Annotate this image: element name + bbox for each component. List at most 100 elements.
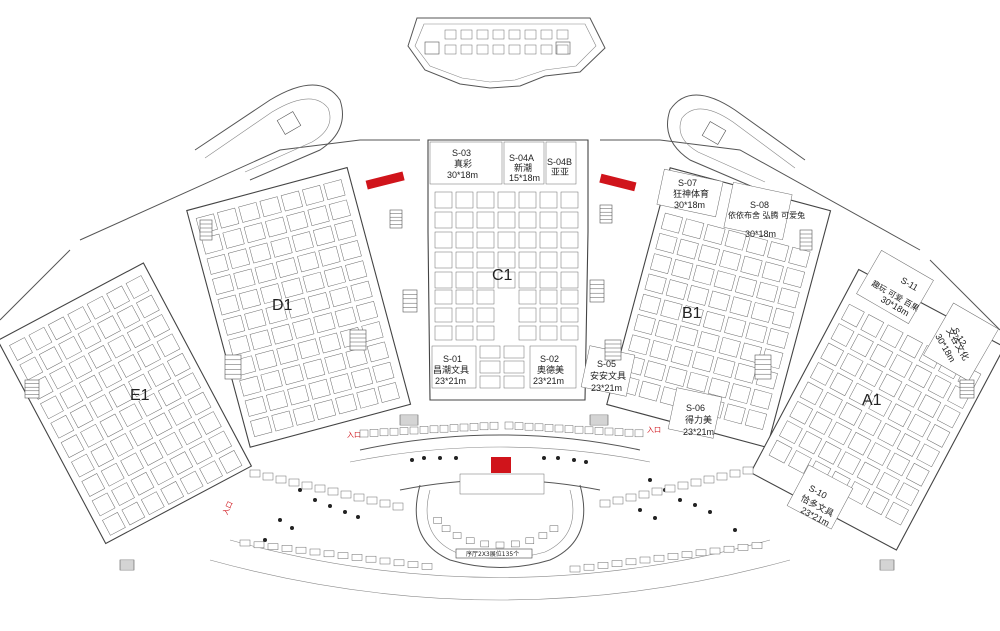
corridor-booth[interactable] [309, 548, 321, 556]
corridor-booth[interactable] [564, 425, 574, 433]
booth[interactable] [734, 362, 757, 384]
booth[interactable] [718, 336, 741, 358]
booth[interactable] [707, 377, 730, 399]
booth[interactable] [222, 314, 246, 336]
booth[interactable] [345, 260, 368, 282]
booth[interactable] [28, 326, 53, 351]
booth[interactable] [99, 413, 124, 438]
corridor-booth[interactable] [504, 421, 514, 430]
booth[interactable] [156, 333, 181, 358]
corridor-booth[interactable] [262, 472, 274, 481]
arc-booth[interactable] [538, 532, 548, 539]
corridor-booth[interactable] [353, 493, 365, 502]
booth[interactable] [665, 279, 688, 301]
corridor-booth[interactable] [574, 425, 584, 434]
corridor-booth[interactable] [604, 427, 614, 436]
booth[interactable] [782, 267, 806, 288]
booth[interactable] [270, 236, 293, 258]
corridor-booth[interactable] [583, 563, 595, 571]
corridor-booth[interactable] [249, 469, 261, 478]
booth[interactable] [168, 402, 192, 426]
booth[interactable] [238, 288, 261, 310]
corridor-booth[interactable] [742, 466, 754, 475]
arc-booth[interactable] [549, 525, 559, 532]
booth[interactable] [713, 357, 736, 378]
booth[interactable] [208, 430, 232, 455]
special-booth-s04b[interactable]: S-04B 亚亚 [545, 141, 577, 185]
booth[interactable] [877, 422, 902, 447]
corridor-booth[interactable] [337, 552, 349, 559]
special-booth-s05[interactable]: S-05 安安文具 23*21m [580, 345, 636, 397]
booth[interactable] [788, 450, 812, 474]
corridor-booth[interactable] [634, 429, 644, 438]
booth[interactable] [280, 190, 303, 212]
corridor-booth[interactable] [639, 556, 651, 564]
booth[interactable] [286, 297, 309, 319]
booth[interactable] [888, 354, 913, 378]
corridor-booth[interactable] [399, 427, 409, 435]
corridor-booth[interactable] [716, 472, 728, 481]
booth[interactable] [334, 219, 357, 241]
special-booth-s04a[interactable]: S-04A 新潮 15*18m [503, 141, 545, 185]
booth[interactable] [58, 335, 82, 360]
booth[interactable] [671, 259, 694, 280]
booth[interactable] [106, 285, 130, 310]
booth[interactable] [455, 271, 474, 289]
booth[interactable] [91, 492, 116, 517]
booth[interactable] [518, 211, 537, 229]
corridor-booth[interactable] [301, 481, 313, 490]
booth[interactable] [167, 352, 191, 377]
booth[interactable] [107, 334, 132, 359]
booth[interactable] [639, 293, 662, 315]
booth[interactable] [160, 481, 185, 505]
booth[interactable] [729, 296, 752, 318]
corridor-booth[interactable] [275, 475, 287, 484]
booth[interactable] [476, 191, 495, 209]
booth[interactable] [455, 251, 474, 269]
booth[interactable] [276, 344, 299, 365]
booth[interactable] [860, 314, 885, 338]
booth[interactable] [539, 289, 558, 305]
booth[interactable] [837, 451, 861, 476]
corridor-booth[interactable] [653, 554, 665, 562]
booth[interactable] [335, 393, 358, 415]
booth[interactable] [260, 370, 283, 391]
booth[interactable] [308, 378, 331, 400]
booth[interactable] [150, 461, 174, 486]
booth[interactable] [539, 211, 558, 229]
corridor-booth[interactable] [419, 426, 429, 434]
booth[interactable] [355, 300, 379, 322]
booth[interactable] [476, 251, 495, 269]
booth[interactable] [649, 340, 672, 361]
corridor-booth[interactable] [392, 502, 404, 511]
booth[interactable] [78, 374, 103, 399]
booth[interactable] [820, 342, 845, 367]
corridor-booth[interactable] [638, 490, 650, 499]
corridor-booth[interactable] [351, 554, 363, 561]
booth[interactable] [556, 29, 569, 40]
booth[interactable] [197, 411, 222, 435]
corridor-booth[interactable] [625, 558, 637, 566]
booth[interactable] [323, 266, 346, 287]
booth[interactable] [839, 352, 864, 377]
booth[interactable] [109, 433, 134, 457]
booth[interactable] [876, 472, 900, 496]
booth[interactable] [518, 325, 537, 341]
booth[interactable] [259, 196, 282, 218]
booth[interactable] [779, 420, 803, 445]
booth[interactable] [329, 373, 352, 394]
booth[interactable] [524, 29, 537, 40]
booth[interactable] [323, 179, 346, 201]
corridor-booth[interactable] [393, 559, 405, 567]
booth[interactable] [848, 382, 873, 407]
booth[interactable] [292, 404, 315, 426]
booth[interactable] [249, 329, 272, 351]
booth[interactable] [434, 271, 453, 289]
corridor-booth[interactable] [379, 499, 391, 508]
booth[interactable] [524, 44, 537, 55]
arc-booth[interactable] [525, 537, 535, 544]
booth[interactable] [49, 365, 73, 390]
arc-booth[interactable] [495, 541, 505, 549]
booth[interactable] [692, 264, 715, 286]
booth[interactable] [90, 443, 115, 468]
